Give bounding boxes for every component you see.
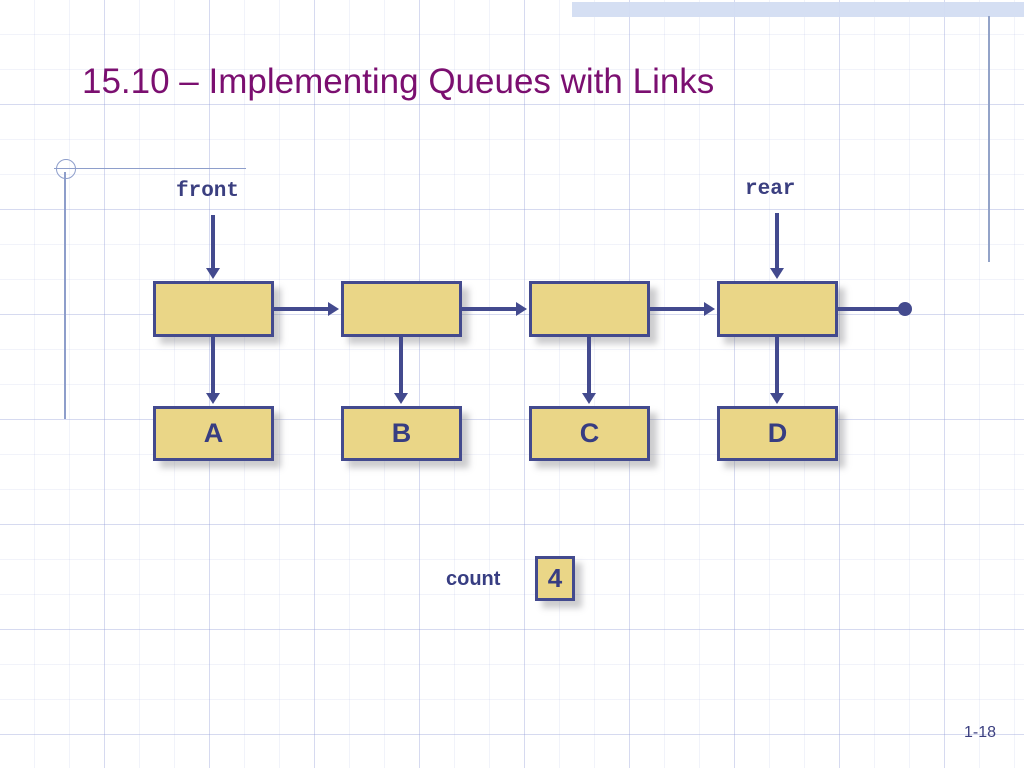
node-box <box>153 281 274 337</box>
front-pointer-arrowhead-icon <box>206 268 220 279</box>
data-link-arrowhead-icon <box>394 393 408 404</box>
count-label: count <box>446 568 501 590</box>
front-pointer-label: front <box>176 180 240 203</box>
data-box-a: A <box>153 406 274 461</box>
right-vertical-rule <box>988 16 990 262</box>
data-link-line <box>775 337 779 397</box>
data-box-d: D <box>717 406 838 461</box>
null-terminator-dot-icon <box>898 302 912 316</box>
next-link-line <box>462 307 517 311</box>
node-box <box>529 281 650 337</box>
node-box <box>341 281 462 337</box>
rear-pointer-line <box>775 213 779 272</box>
data-link-line <box>399 337 403 397</box>
data-link-arrowhead-icon <box>206 393 220 404</box>
front-pointer-line <box>211 215 215 272</box>
next-link-line <box>650 307 705 311</box>
data-link-arrowhead-icon <box>770 393 784 404</box>
data-link-line <box>587 337 591 397</box>
next-link-arrowhead-icon <box>328 302 339 316</box>
data-box-c: C <box>529 406 650 461</box>
next-link-arrowhead-icon <box>516 302 527 316</box>
next-link-line <box>274 307 329 311</box>
decorative-vertical-line <box>64 172 66 419</box>
rear-pointer-label: rear <box>745 178 796 201</box>
null-terminator-line <box>838 307 906 311</box>
count-value-box: 4 <box>535 556 575 601</box>
next-link-arrowhead-icon <box>704 302 715 316</box>
decorative-horizontal-line <box>54 168 246 169</box>
page-title: 15.10 – Implementing Queues with Links <box>82 62 715 101</box>
node-box <box>717 281 838 337</box>
data-link-line <box>211 337 215 397</box>
top-decoration-band <box>572 2 1024 17</box>
data-link-arrowhead-icon <box>582 393 596 404</box>
page-number: 1-18 <box>963 724 996 741</box>
decorative-circle-icon <box>56 159 76 179</box>
data-box-b: B <box>341 406 462 461</box>
rear-pointer-arrowhead-icon <box>770 268 784 279</box>
